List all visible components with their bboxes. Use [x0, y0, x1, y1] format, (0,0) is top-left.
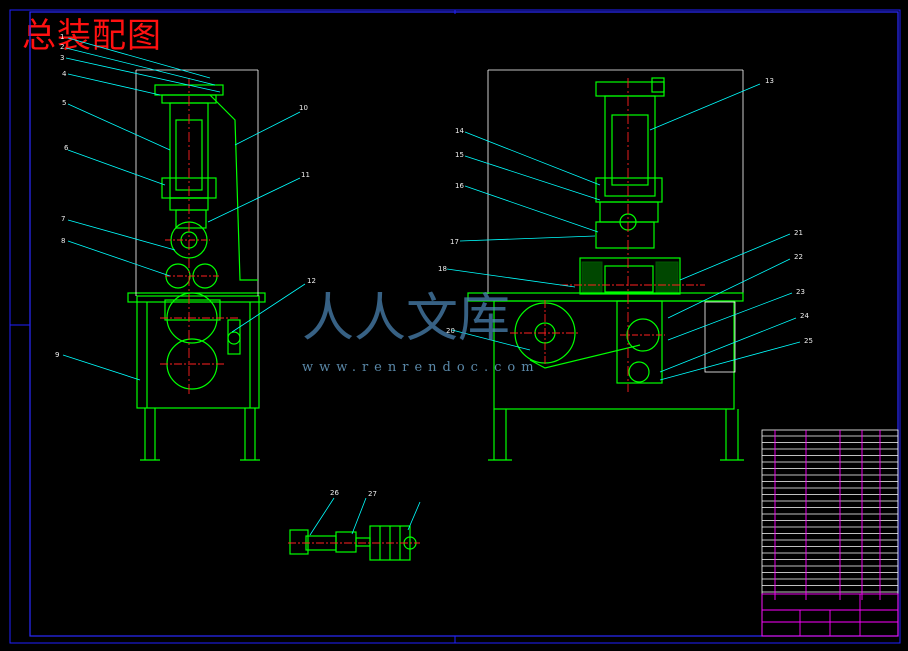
left-view [127, 69, 266, 461]
balloon-12: 12 [307, 277, 316, 285]
inner-border [29, 11, 899, 637]
balloon-5: 5 [62, 99, 66, 107]
watermark-url: www.renrendoc.com [302, 360, 540, 375]
right-leaders [446, 83, 801, 381]
balloon-23: 23 [796, 288, 805, 296]
drawing-title: 总装配图 [22, 16, 162, 56]
balloon-21: 21 [794, 229, 803, 237]
balloon-3: 3 [60, 54, 64, 62]
balloon-15: 15 [455, 151, 464, 159]
balloon-16: 16 [455, 182, 464, 190]
left-leaders [62, 37, 306, 381]
balloon-6: 6 [64, 144, 69, 152]
balloon-11: 11 [301, 171, 310, 179]
balloon-17: 17 [450, 238, 459, 246]
balloon-2: 2 [60, 43, 64, 51]
balloon-9: 9 [55, 351, 59, 359]
watermark-text: 人人文库 [302, 289, 511, 349]
balloon-26: 26 [330, 489, 339, 497]
motor-assembly [288, 497, 421, 561]
balloon-24: 24 [800, 312, 809, 320]
balloon-7: 7 [61, 215, 65, 223]
balloon-10: 10 [299, 104, 308, 112]
balloon-22: 22 [794, 253, 803, 261]
balloon-14: 14 [455, 127, 464, 135]
parts-list-table [761, 429, 899, 637]
balloon-1: 1 [60, 33, 64, 41]
balloon-27: 27 [368, 490, 377, 498]
right-view [467, 69, 744, 461]
balloon-18: 18 [438, 265, 447, 273]
balloon-8: 8 [61, 237, 65, 245]
balloon-25: 25 [804, 337, 813, 345]
balloon-4: 4 [62, 70, 67, 78]
balloon-13: 13 [765, 77, 774, 85]
balloon-numbers: 1 2 3 4 5 6 7 8 9 10 11 12 13 14 15 16 1… [55, 33, 813, 498]
balloon-20: 20 [446, 327, 455, 335]
